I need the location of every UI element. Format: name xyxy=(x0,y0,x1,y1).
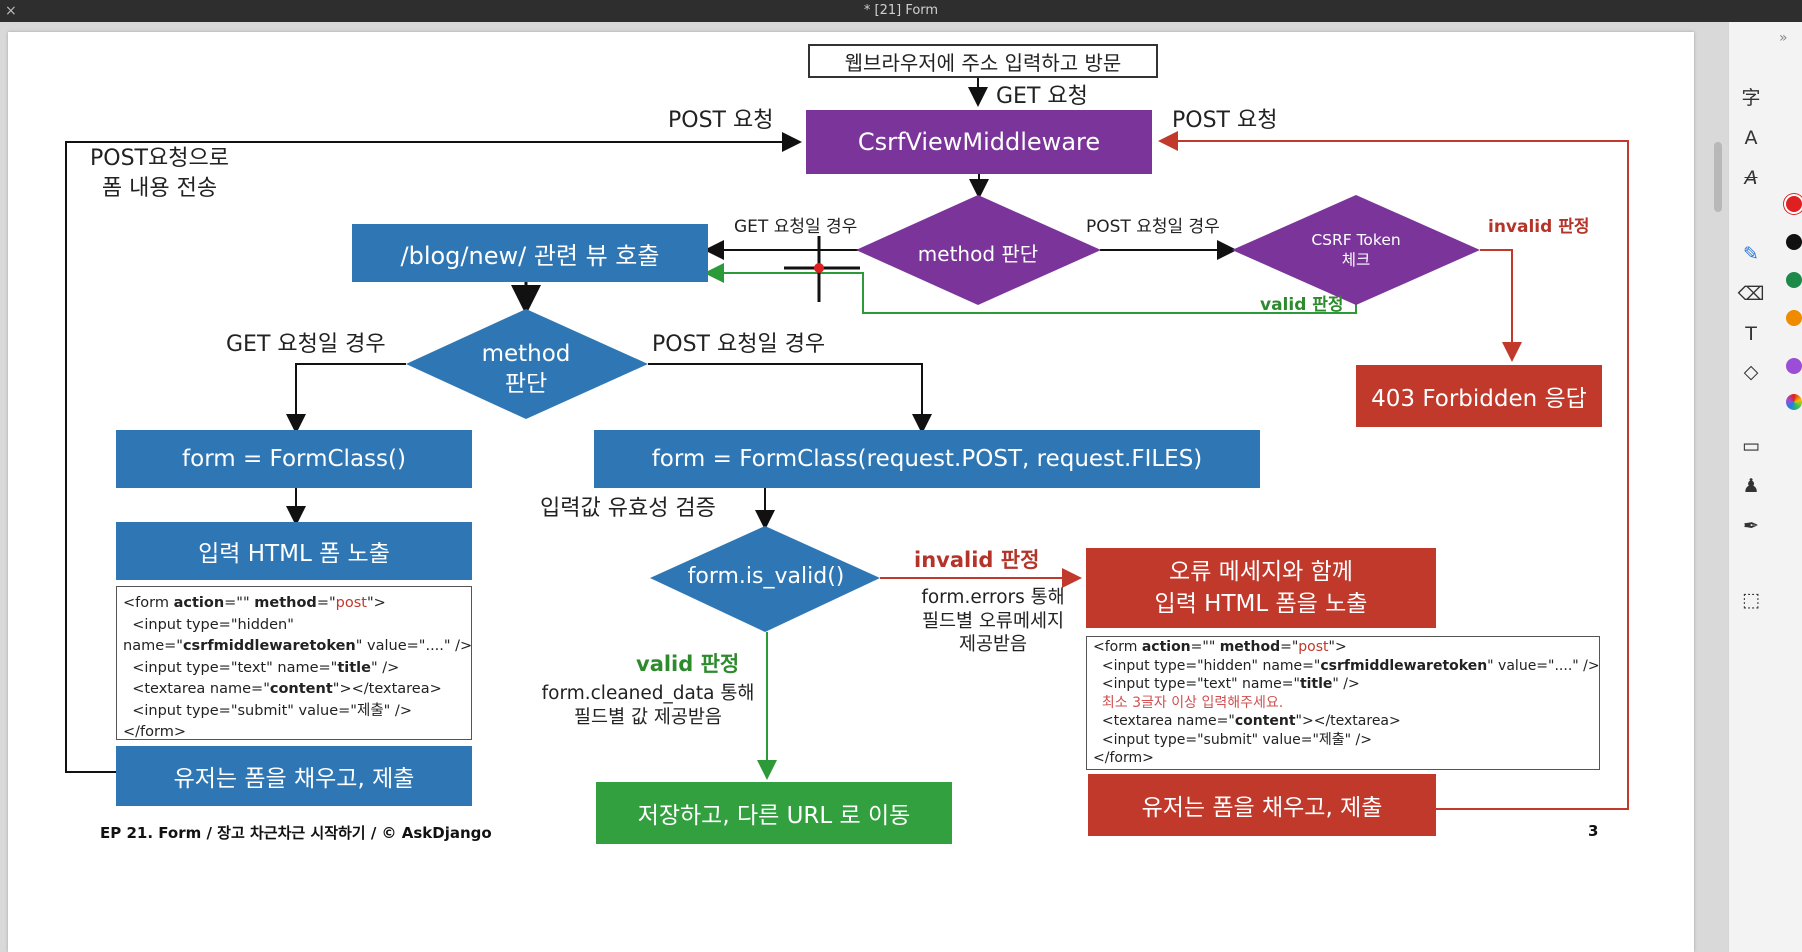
color-picker-swatch[interactable] xyxy=(1786,394,1802,410)
code-block-left: <form action="" method="post"> <input ty… xyxy=(116,586,472,740)
close-icon[interactable]: × xyxy=(5,3,17,19)
csrf-middleware-box: CsrfViewMiddleware xyxy=(806,110,1152,174)
text-strike-tool-icon[interactable]: A xyxy=(1744,167,1758,189)
window-titlebar: × * [21] Form xyxy=(0,0,1802,22)
post-request-right-label: POST 요청 xyxy=(1172,108,1278,133)
post-case-2-label: POST 요청일 경우 xyxy=(652,332,826,357)
page-number: 3 xyxy=(1588,822,1599,840)
render-form-box: 입력 HTML 폼 노출 xyxy=(116,522,472,580)
color-purple-swatch[interactable] xyxy=(1786,358,1802,374)
arrow-invalid-to-403 xyxy=(1480,249,1522,362)
document-viewer[interactable]: method 판단 CSRF Token 체크 method 판단 form.i… xyxy=(0,22,1728,952)
arrow-left-post-loop xyxy=(65,132,802,773)
method-decision-2-label: method 판단 xyxy=(481,341,571,397)
cursor-dot xyxy=(814,263,824,273)
pen-tool-icon[interactable]: ✎ xyxy=(1743,243,1759,265)
invalid-2-label: invalid 판정 xyxy=(914,548,1040,572)
diamond-is-valid xyxy=(650,526,880,632)
signature-tool-icon[interactable]: ✒ xyxy=(1743,515,1759,537)
valid-1-label: valid 판정 xyxy=(1260,295,1344,315)
csrf-check-label: CSRF Token 체크 xyxy=(1311,231,1401,269)
shape-tool-icon[interactable]: ◇ xyxy=(1743,361,1759,383)
color-black-swatch[interactable] xyxy=(1786,234,1802,250)
color-orange-swatch[interactable] xyxy=(1786,310,1802,326)
diamond-csrf-token xyxy=(1232,195,1480,305)
code-block-right: <form action="" method="post"> <input ty… xyxy=(1086,636,1600,770)
stamp-tool-icon[interactable]: ♟ xyxy=(1742,475,1760,497)
is-valid-label: form.is_valid() xyxy=(687,564,845,589)
invalid-1-label: invalid 판정 xyxy=(1488,217,1590,237)
user-submit-right-box: 유저는 폼을 채우고, 제출 xyxy=(1088,774,1436,836)
user-submit-left-box: 유저는 폼을 채우고, 제출 xyxy=(116,746,472,806)
method-decision-1-label: method 판단 xyxy=(917,242,1039,266)
eraser-tool-icon[interactable]: ⌫ xyxy=(1737,283,1765,305)
form-empty-box: form = FormClass() xyxy=(116,430,472,488)
valid-2-label: valid 판정 xyxy=(636,652,740,676)
window-title: * [21] Form xyxy=(863,3,939,18)
connector-lines xyxy=(65,78,1629,810)
forbidden-box: 403 Forbidden 응답 xyxy=(1356,365,1602,427)
text-highlight-tool-icon[interactable]: A xyxy=(1744,127,1758,149)
view-call-box: /blog/new/ 관련 뷰 호출 xyxy=(352,224,708,282)
ocr-text-tool-icon[interactable]: 字 xyxy=(1741,87,1761,109)
cleaned-note: form.cleaned_data 통해 필드별 값 제공받음 xyxy=(541,683,755,728)
save-redirect-box: 저장하고, 다른 URL 로 이동 xyxy=(596,782,952,844)
arrow-method2-post xyxy=(648,363,932,434)
color-green-swatch[interactable] xyxy=(1786,272,1802,288)
slide-page: method 판단 CSRF Token 체크 method 판단 form.i… xyxy=(8,32,1694,952)
expand-icon[interactable]: » xyxy=(1779,30,1788,46)
diamond-method-2 xyxy=(406,309,648,419)
post-request-left-label: POST 요청 xyxy=(668,108,774,133)
post-case-1-label: POST 요청일 경우 xyxy=(1086,217,1220,237)
form-bound-box: form = FormClass(request.POST, request.F… xyxy=(594,430,1260,488)
color-red-swatch[interactable] xyxy=(1786,196,1802,212)
arrow-right-post-loop xyxy=(1158,131,1629,810)
post-submit-note: POST요청으로 폼 내용 전송 xyxy=(90,146,229,201)
error-render-box: 오류 메세지와 함께 입력 HTML 폼을 노출 xyxy=(1086,548,1436,628)
annotation-toolbar: » 字 A A ✎ ⌫ T ◇ ▭ ♟ ✒ ⬚ xyxy=(1728,22,1802,952)
diamond-method-1 xyxy=(856,195,1101,305)
text-tool-icon[interactable]: T xyxy=(1745,323,1757,345)
validation-label: 입력값 유효성 검증 xyxy=(540,496,716,521)
vertical-scrollbar[interactable] xyxy=(1714,142,1722,212)
get-case-1-label: GET 요청일 경우 xyxy=(734,217,858,237)
arrow-method2-get xyxy=(286,363,406,434)
get-case-2-label: GET 요청일 경우 xyxy=(226,332,386,357)
comment-tool-icon[interactable]: ▭ xyxy=(1742,435,1760,457)
errors-note: form.errors 통해 필드별 오류메세지 제공받음 xyxy=(921,587,1065,655)
slide-footer: EP 21. Form / 장고 차근차근 시작하기 / © AskDjango xyxy=(100,824,492,842)
visit-box: 웹브라우저에 주소 입력하고 방문 xyxy=(808,44,1158,78)
crop-tool-icon[interactable]: ⬚ xyxy=(1742,589,1760,611)
get-request-label: GET 요청 xyxy=(996,84,1088,109)
